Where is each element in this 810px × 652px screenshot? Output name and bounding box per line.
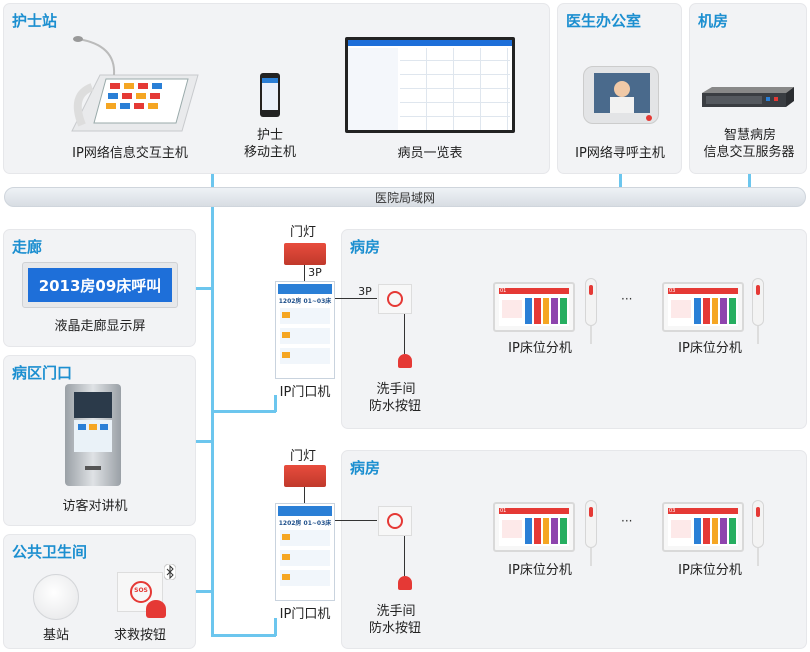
door-unit-2: 1202房 01~03床 <box>275 503 335 601</box>
bed-handset-2b <box>752 500 764 548</box>
base-station-label: 基站 <box>42 628 69 643</box>
bed-cord-1a <box>590 326 592 344</box>
corridor-display-text: 2013房09床呼叫 <box>38 277 162 295</box>
bed-unit-2b: 03 <box>662 502 744 552</box>
wire-room1-v <box>274 395 277 412</box>
doctor-host-label: IP网络寻呼主机 <box>575 146 665 161</box>
bed-handset-1a <box>585 278 597 326</box>
bed-unit-1b-number: 03 <box>669 288 676 294</box>
nurse-station-title: 护士站 <box>12 12 58 30</box>
wire-corridor <box>196 287 212 290</box>
ward-1-title: 病房 <box>350 238 381 256</box>
door-lamp-2-label: 门灯 <box>289 449 316 464</box>
ward-1-ellipsis: ··· <box>621 292 633 306</box>
wire-server-down <box>748 174 751 188</box>
bluetooth-icon <box>163 563 177 581</box>
sos-pendant <box>146 600 166 618</box>
bed-unit-1b-label: IP床位分机 <box>678 341 742 356</box>
bed-unit-1a-number: 01 <box>500 288 507 294</box>
nurse-mobile-label-1: 护士 <box>256 128 283 143</box>
bed-unit-2a-number: 01 <box>500 508 507 514</box>
wire-toilet <box>196 590 212 593</box>
wash-1-cord <box>404 314 405 354</box>
bed-cord-2b <box>757 548 759 566</box>
sos-button-text: SOS <box>134 587 148 594</box>
public-toilet-title: 公共卫生间 <box>12 543 88 561</box>
server-device <box>702 87 794 109</box>
corridor-display-label: 液晶走廊显示屏 <box>54 319 146 334</box>
wire-gate <box>196 440 212 443</box>
wire-trunk <box>211 207 214 636</box>
door-lamp-1-label: 门灯 <box>289 225 316 240</box>
wash-1-pendant <box>398 354 412 368</box>
visitor-intercom-device <box>65 384 121 486</box>
doctor-office-title: 医生办公室 <box>566 12 642 30</box>
bed-handset-2a <box>585 500 597 548</box>
ward-2-title: 病房 <box>350 459 381 477</box>
corridor-title: 走廊 <box>12 238 43 256</box>
machine-room-title: 机房 <box>698 12 729 30</box>
door-unit-1: 1202房 01~03床 <box>275 281 335 379</box>
ward-gate-title: 病区门口 <box>12 364 73 382</box>
base-station-device <box>33 574 79 620</box>
doctor-host-device <box>583 66 659 124</box>
bed-unit-1b: 03 <box>662 282 744 332</box>
door-unit-1-screen-title: 1202房 01~03床 <box>278 298 332 305</box>
bed-unit-2a: 01 <box>493 502 575 552</box>
hospital-lan-bus: 医院局域网 <box>4 187 806 207</box>
wash-2-cord <box>404 536 405 576</box>
bed-cord-1b <box>757 326 759 344</box>
wash-2-label-1: 洗手间 <box>376 604 416 619</box>
bed-unit-2b-number: 03 <box>669 508 676 514</box>
wash-2-button <box>378 506 412 536</box>
bed-unit-2b-label: IP床位分机 <box>678 563 742 578</box>
bed-cord-2a <box>590 548 592 566</box>
bed-unit-2a-label: IP床位分机 <box>508 563 572 578</box>
door-unit-1-label: IP门口机 <box>279 385 331 400</box>
wire-room2-v <box>274 618 277 636</box>
door-lamp-1-wire <box>304 265 305 281</box>
wash-1-3p: 3P <box>358 285 372 298</box>
patient-board-label: 病员一览表 <box>397 146 463 161</box>
hospital-lan-label: 医院局域网 <box>374 191 435 205</box>
wire-room2-h <box>211 634 276 637</box>
ip-host-label: IP网络信息交互主机 <box>72 146 188 161</box>
wash-2-pendant <box>398 576 412 590</box>
patient-board-screen <box>345 37 515 133</box>
bed-handset-1b <box>752 278 764 326</box>
wash-1-label-1: 洗手间 <box>376 382 416 397</box>
door-unit-2-label: IP门口机 <box>279 607 331 622</box>
door-lamp-1-3p: 3P <box>308 266 322 279</box>
door-lamp-1 <box>284 243 326 265</box>
ward-2-ellipsis: ··· <box>621 514 633 528</box>
wash-1-button <box>378 284 412 314</box>
visitor-intercom-label: 访客对讲机 <box>62 499 128 514</box>
bed-unit-1a: 01 <box>493 282 575 332</box>
door-lamp-2-wire <box>304 487 305 504</box>
nurse-mobile-label-2: 移动主机 <box>243 145 296 160</box>
door-lamp-2 <box>284 465 326 487</box>
nurse-mobile-icon <box>260 73 280 117</box>
doctor-office-panel: 医生办公室 <box>557 3 682 174</box>
wire-nurse-down <box>211 174 214 188</box>
sos-button-device: SOS <box>117 572 163 612</box>
wash-1-wire <box>335 298 377 299</box>
wash-1-label-2: 防水按钮 <box>368 399 421 414</box>
server-label-1: 智慧病房 <box>723 128 776 143</box>
corridor-display: 2013房09床呼叫 <box>22 262 178 308</box>
wire-room1-h <box>211 410 276 413</box>
wash-2-label-2: 防水按钮 <box>368 621 421 636</box>
bed-unit-1a-label: IP床位分机 <box>508 341 572 356</box>
sos-button-label: 求救按钮 <box>113 628 166 643</box>
wash-2-wire <box>335 520 377 521</box>
wire-doctor-down <box>619 174 622 188</box>
server-label-2: 信息交互服务器 <box>703 145 795 160</box>
ip-host-device <box>70 35 200 135</box>
door-unit-2-screen-title: 1202房 01~03床 <box>278 520 332 527</box>
